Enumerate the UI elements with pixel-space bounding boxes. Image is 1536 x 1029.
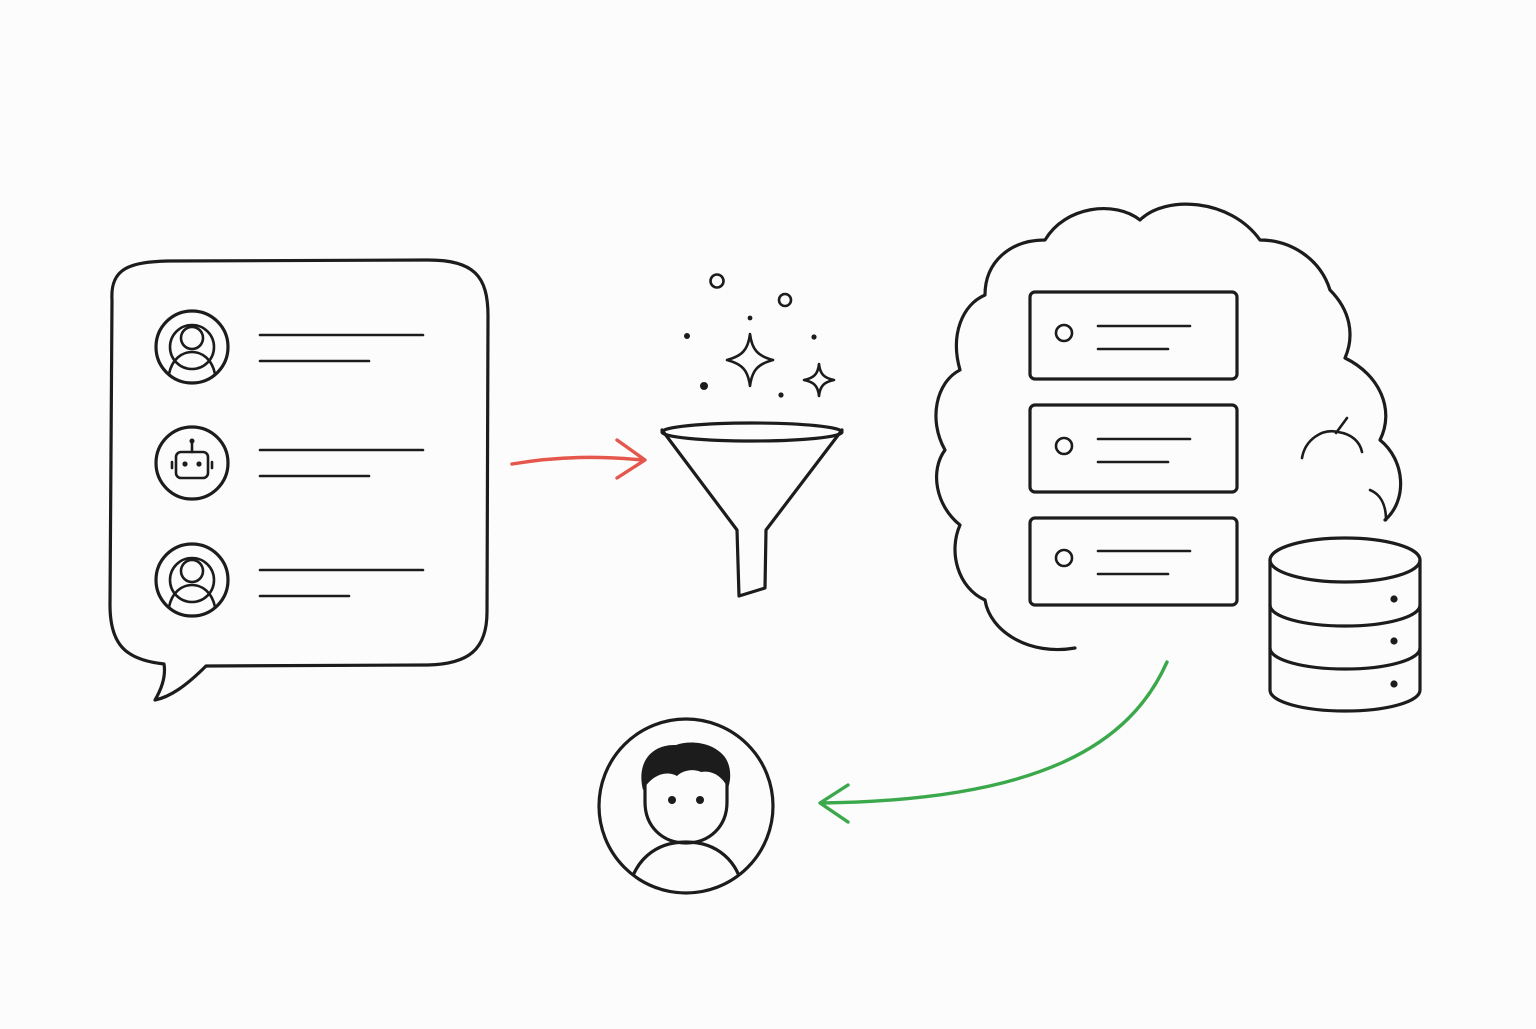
brain-fold: [1300, 416, 1364, 460]
brain-cloud-icon: [934, 202, 1403, 652]
sparkle-icon: [725, 332, 836, 398]
robot-avatar-icon: [154, 425, 230, 501]
brain-fold: [1368, 488, 1388, 522]
database-icon: [1268, 536, 1422, 713]
conversation-bubble: [108, 258, 490, 702]
user-avatar-icon: [154, 309, 230, 385]
speech-bubble-outline: [108, 258, 490, 702]
return-arrow: [818, 660, 1169, 824]
memory-store: [934, 202, 1422, 713]
memory-card-2: [1028, 403, 1239, 494]
particle-dots: [684, 273, 817, 398]
memory-card-1: [1028, 290, 1239, 381]
message-row-user-2: [154, 542, 425, 618]
ingest-arrow: [510, 438, 647, 480]
memory-card-3: [1028, 516, 1239, 607]
message-row-user-1: [154, 309, 425, 385]
user-avatar-icon: [154, 542, 230, 618]
filter-funnel: [660, 273, 844, 598]
message-row-assistant: [154, 425, 425, 501]
funnel-icon: [660, 421, 844, 598]
person-avatar-icon: [597, 717, 775, 895]
